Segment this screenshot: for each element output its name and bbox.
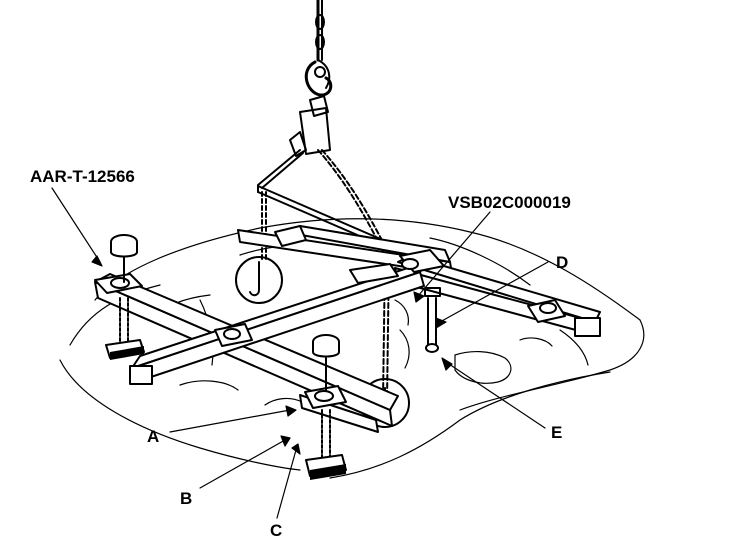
label-b: B bbox=[180, 489, 192, 508]
label-c: C bbox=[270, 521, 282, 540]
hoist-chain bbox=[289, 0, 333, 157]
label-e: E bbox=[551, 423, 562, 442]
label-figure-code: VSB02C000019 bbox=[448, 193, 571, 212]
vehicle-body-outline bbox=[59, 218, 645, 479]
label-d: D bbox=[556, 253, 568, 272]
support-beams bbox=[94, 225, 601, 433]
label-tool-number: AAR-T-12566 bbox=[30, 167, 135, 186]
left-hook-circle bbox=[235, 256, 283, 304]
support-legs bbox=[105, 234, 441, 480]
label-a: A bbox=[147, 427, 159, 446]
leader-lines bbox=[51, 187, 549, 519]
